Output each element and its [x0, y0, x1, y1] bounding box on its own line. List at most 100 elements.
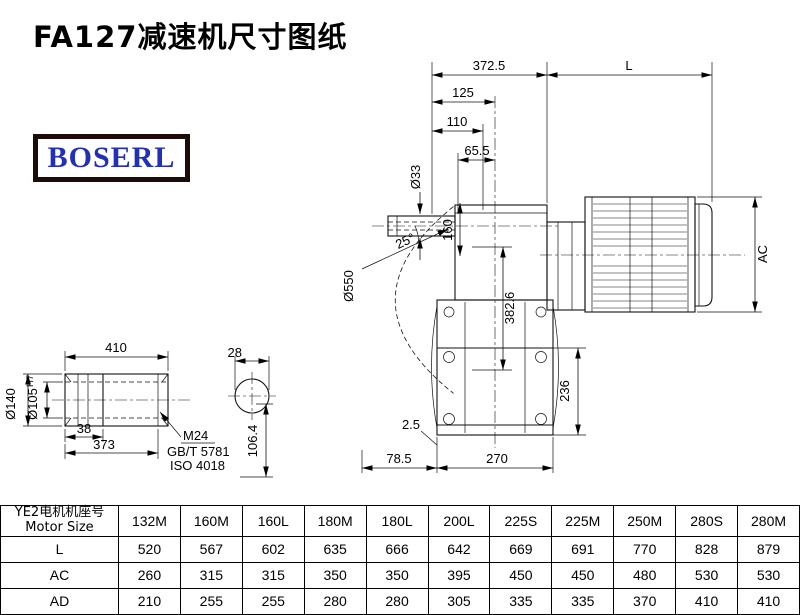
- dimension-value-cell: 410: [675, 587, 739, 615]
- dimension-value-cell: 260: [118, 561, 181, 589]
- motor-size-header-en: Motor Size: [25, 519, 94, 535]
- bolt-hole: [535, 413, 547, 425]
- dim-410: 410: [105, 340, 127, 355]
- bolt-label: M24: [183, 428, 208, 443]
- dim-motor-AC: AC: [755, 245, 770, 263]
- dimension-value-cell: 480: [613, 561, 677, 589]
- boserl-logo-text: BOSERL: [47, 141, 176, 174]
- bolt-hole: [443, 413, 455, 425]
- main-view: [361, 96, 745, 448]
- bolt-hole: [535, 351, 547, 363]
- dimension-value-cell: 691: [551, 535, 615, 563]
- motor-size-column-header: 280M: [737, 505, 800, 537]
- row-label: AC: [0, 561, 119, 589]
- dimension-value-cell: 879: [737, 535, 800, 563]
- motor-adapter: [546, 221, 586, 311]
- technical-drawing: 372.5 L 125 110 65.5 Ø33 160 25° Ø550 38…: [3, 58, 770, 478]
- dim-373: 373: [93, 437, 115, 452]
- dimension-value-cell: 370: [613, 587, 677, 615]
- dimension-value-cell: 335: [489, 587, 553, 615]
- dimension-value-cell: 669: [489, 535, 553, 563]
- motor-size-column-header: 225M: [551, 505, 615, 537]
- dim-bore-tolerance: H7: [25, 375, 36, 387]
- motor: [584, 196, 713, 313]
- bolt-hole: [443, 351, 455, 363]
- fan-cover: [694, 203, 713, 307]
- motor-size-header-cn: YE2电机机座号: [14, 505, 105, 520]
- dim-38: 38: [77, 421, 91, 436]
- dimension-value-cell: 520: [118, 535, 181, 563]
- dim-382-6: 382.6: [502, 292, 517, 325]
- dim-2-5: 2.5: [402, 417, 420, 432]
- dim-overall-width: 372.5: [473, 58, 506, 73]
- dimension-value-cell: 530: [675, 561, 739, 589]
- bolt-iso-label: ISO 4018: [170, 458, 225, 473]
- dim-106-4: 106.4: [245, 425, 260, 458]
- dimension-value-cell: 305: [427, 587, 491, 615]
- bolt-hole: [443, 306, 455, 318]
- page-title: FA127减速机尺寸图纸: [33, 20, 348, 54]
- dimension-value-cell: 255: [179, 587, 243, 615]
- shaft-detail-view: 410 Ø140 Ø105 H7 38 373: [3, 340, 276, 478]
- dim-flange-d140: Ø140: [3, 388, 18, 420]
- dim-125: 125: [452, 85, 474, 100]
- d550-leader-line: [361, 228, 449, 270]
- motor-size-header: YE2电机机座号 Motor Size: [0, 505, 119, 537]
- dim-motor-length-L: L: [625, 58, 632, 73]
- dimension-value-cell: 602: [241, 535, 305, 563]
- dimension-value-cell: 335: [551, 587, 615, 615]
- motor-size-column-header: 225S: [489, 505, 553, 537]
- dim-270: 270: [486, 451, 508, 466]
- dimension-value-cell: 315: [241, 561, 305, 589]
- dim-110: 110: [447, 114, 468, 129]
- dimension-value-cell: 280: [303, 587, 367, 615]
- dim-78-5: 78.5: [386, 451, 411, 466]
- dimension-value-cell: 410: [737, 587, 800, 615]
- dim-shaft-d33: Ø33: [408, 165, 423, 190]
- hollow-shaft: [64, 373, 169, 427]
- motor-size-column-header: 160M: [179, 505, 243, 537]
- dim-28: 28: [228, 345, 242, 360]
- dimension-value-cell: 315: [179, 561, 243, 589]
- dimension-value-cell: 450: [489, 561, 553, 589]
- dimension-value-cell: 828: [675, 535, 739, 563]
- dimension-value-cell: 770: [613, 535, 677, 563]
- dimension-value-cell: 350: [365, 561, 429, 589]
- bolt-leader-line: [159, 411, 182, 438]
- motor-size-column-header: 132M: [118, 505, 181, 537]
- dimension-value-cell: 210: [118, 587, 181, 615]
- dimension-value-cell: 255: [241, 587, 305, 615]
- motor-size-column-header: 200L: [427, 505, 491, 537]
- output-shaft: [387, 215, 456, 237]
- dimension-value-cell: 530: [737, 561, 800, 589]
- motor-size-column-header: 280S: [675, 505, 739, 537]
- motor-size-column-header: 180M: [303, 505, 367, 537]
- motor-size-column-header: 160L: [241, 505, 305, 537]
- dimension-value-cell: 666: [365, 535, 429, 563]
- boserl-logo: BOSERL: [33, 134, 190, 182]
- row-label: AD: [0, 587, 119, 615]
- bolt-hole: [535, 306, 547, 318]
- dim-bore-d105-value: Ø105: [25, 388, 40, 420]
- dimension-value-cell: 350: [303, 561, 367, 589]
- dim-236: 236: [557, 380, 572, 402]
- dimension-value-cell: 280: [365, 587, 429, 615]
- motor-size-column-header: 250M: [613, 505, 677, 537]
- dim-housing-d550: Ø550: [341, 270, 356, 302]
- dimension-value-cell: 450: [551, 561, 615, 589]
- dim-160: 160: [440, 219, 455, 241]
- dim-65-5: 65.5: [464, 143, 489, 158]
- housing-circle-arc: [395, 206, 454, 394]
- dim-angle-25: 25°: [393, 230, 417, 252]
- dimension-value-cell: 635: [303, 535, 367, 563]
- dimensions-main: 372.5 L 125 110 65.5 Ø33 160 25° Ø550 38…: [341, 58, 770, 473]
- motor-cooling-ribs: [593, 203, 687, 309]
- row-label: L: [0, 535, 119, 563]
